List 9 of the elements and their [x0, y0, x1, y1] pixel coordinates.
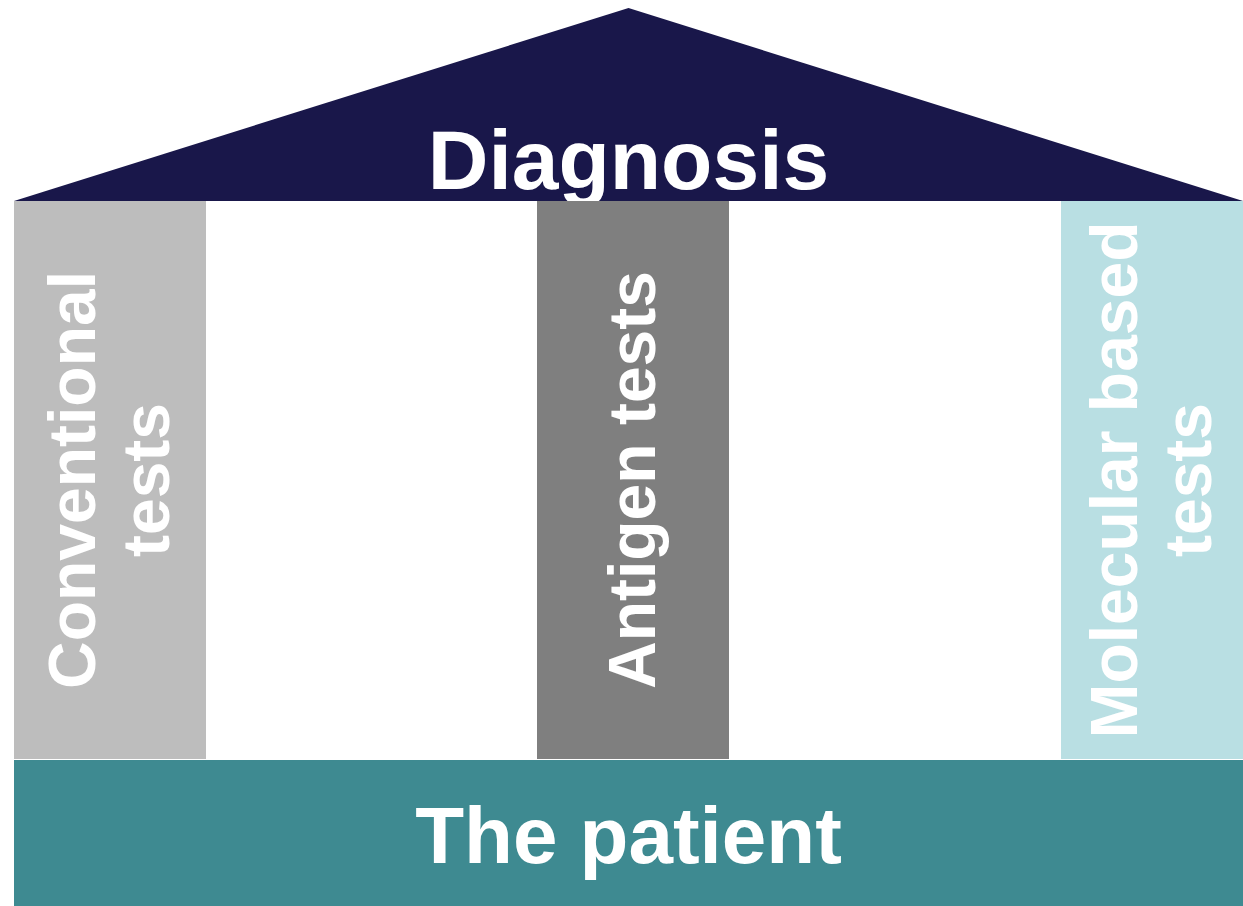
- roof-triangle: [14, 8, 1243, 201]
- pillar-label: Molecular based tests: [1078, 220, 1226, 740]
- pillar-label: Conventional tests: [36, 270, 184, 691]
- pillar: [1061, 201, 1243, 759]
- pillar: [537, 201, 729, 759]
- roof-label: Diagnosis: [426, 118, 831, 202]
- foundation-base: [14, 760, 1243, 906]
- pillar: [14, 201, 206, 759]
- pillar-label: Antigen tests: [596, 270, 670, 692]
